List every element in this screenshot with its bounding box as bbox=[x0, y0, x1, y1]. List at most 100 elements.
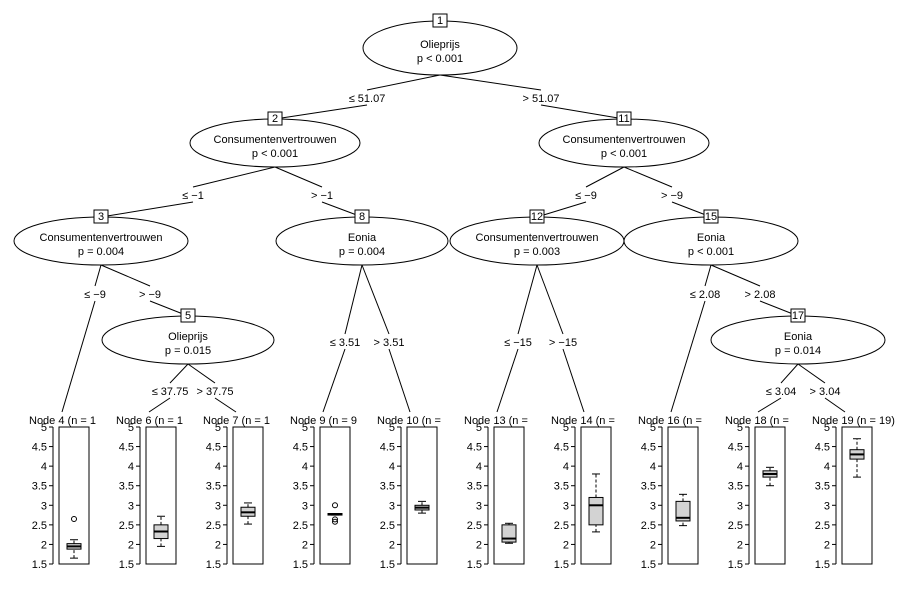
y-tick-label: 5 bbox=[563, 422, 569, 434]
node-pvalue: p = 0.015 bbox=[165, 345, 211, 357]
y-tick-label: 4.5 bbox=[467, 442, 482, 454]
y-tick-label: 5 bbox=[476, 422, 482, 434]
node-variable-label: Eonia bbox=[784, 331, 813, 343]
node-pvalue: p < 0.001 bbox=[601, 148, 647, 160]
y-tick-label: 4.5 bbox=[293, 442, 308, 454]
edge-line-17-19-lower bbox=[824, 397, 846, 413]
y-tick-label: 1.5 bbox=[554, 559, 569, 571]
node-id-box bbox=[267, 111, 283, 126]
node-id: 8 bbox=[359, 211, 365, 223]
y-tick-label: 4 bbox=[563, 461, 569, 473]
edge-label: ≤ 3.04 bbox=[766, 386, 797, 398]
y-tick-label: 1.5 bbox=[293, 559, 308, 571]
edge-line-5-7 bbox=[187, 363, 216, 384]
y-tick-label: 4 bbox=[128, 461, 134, 473]
y-tick-label: 2.5 bbox=[32, 520, 47, 532]
edge-label-bg bbox=[345, 91, 389, 104]
node-id-box bbox=[93, 209, 109, 224]
edge-label-bg bbox=[193, 384, 237, 397]
y-tick-label: 5 bbox=[215, 422, 221, 434]
edge-label: > 3.04 bbox=[810, 386, 841, 398]
y-tick-label: 2 bbox=[650, 539, 656, 551]
node-variable-label: Eonia bbox=[697, 232, 726, 244]
edge-label-bg bbox=[496, 335, 540, 348]
edge-label: > 2.08 bbox=[745, 289, 776, 301]
y-tick-label: 2 bbox=[737, 539, 743, 551]
plot-panel bbox=[841, 426, 873, 565]
y-tick-label: 3 bbox=[128, 500, 134, 512]
y-tick-label: 2 bbox=[302, 539, 308, 551]
y-tick-label: 4.5 bbox=[206, 442, 221, 454]
y-tick-label: 1.5 bbox=[467, 559, 482, 571]
y-tick-label: 5 bbox=[737, 422, 743, 434]
edge-label: > −1 bbox=[311, 190, 333, 202]
edge-line-15-16-lower bbox=[670, 300, 706, 413]
y-tick-label: 4 bbox=[824, 461, 830, 473]
y-tick-label: 3.5 bbox=[728, 481, 743, 493]
plot-panel bbox=[232, 426, 264, 565]
y-tick-label: 3 bbox=[389, 500, 395, 512]
y-tick-label: 2 bbox=[41, 539, 47, 551]
node-pvalue: p = 0.004 bbox=[78, 246, 124, 258]
y-tick-label: 3.5 bbox=[32, 481, 47, 493]
y-tick-label: 3 bbox=[650, 500, 656, 512]
node-id-box bbox=[432, 13, 448, 28]
node-id-box bbox=[529, 209, 545, 224]
node-id-box bbox=[354, 209, 370, 224]
node-pvalue: p < 0.001 bbox=[417, 53, 463, 65]
edge-line-15-16 bbox=[704, 264, 712, 287]
edge-line-12-13 bbox=[517, 264, 538, 335]
edge-line-2-8 bbox=[274, 166, 323, 188]
edge-label-bg bbox=[128, 287, 172, 300]
edge-label: > −9 bbox=[139, 289, 161, 301]
edge-label: ≤ −15 bbox=[504, 337, 532, 349]
y-tick-label: 1.5 bbox=[380, 559, 395, 571]
y-tick-label: 5 bbox=[650, 422, 656, 434]
terminal-node-title: Node 4 (n = 1 bbox=[29, 415, 96, 427]
y-tick-label: 2.5 bbox=[206, 520, 221, 532]
terminal-node-18: Node 18 (n =1.522.533.544.55 bbox=[725, 415, 789, 571]
y-tick-label: 5 bbox=[128, 422, 134, 434]
edge-label: > 51.07 bbox=[522, 93, 559, 105]
y-tick-label: 4 bbox=[41, 461, 47, 473]
node-id: 3 bbox=[98, 211, 104, 223]
edge-label: > 37.75 bbox=[196, 386, 233, 398]
terminal-node-title: Node 7 (n = 1 bbox=[203, 415, 270, 427]
plot-panel bbox=[754, 426, 786, 565]
edge-line-1-2-lower bbox=[274, 104, 368, 120]
plot-panel bbox=[406, 426, 438, 565]
terminal-node-title: Node 13 (n = bbox=[464, 415, 528, 427]
outlier-point bbox=[332, 516, 338, 523]
edge-label: ≤ 2.08 bbox=[690, 289, 721, 301]
y-tick-label: 1.5 bbox=[119, 559, 134, 571]
y-tick-label: 2.5 bbox=[728, 520, 743, 532]
y-tick-label: 2.5 bbox=[554, 520, 569, 532]
terminal-node-4: Node 4 (n = 11.522.533.544.55 bbox=[29, 415, 96, 571]
node-pvalue: p = 0.014 bbox=[775, 345, 821, 357]
edge-label-bg bbox=[73, 287, 117, 300]
node-variable-label: Olieprijs bbox=[420, 39, 460, 51]
node-id: 11 bbox=[618, 113, 629, 125]
y-tick-label: 2 bbox=[563, 539, 569, 551]
node-pvalue: p = 0.004 bbox=[339, 246, 385, 258]
terminal-node-13: Node 13 (n =1.522.533.544.55 bbox=[464, 415, 528, 571]
edge-label-bg bbox=[519, 91, 563, 104]
edge-label: ≤ −1 bbox=[182, 190, 204, 202]
y-tick-label: 4.5 bbox=[554, 442, 569, 454]
edge-label: ≤ 51.07 bbox=[349, 93, 386, 105]
node-variable-label: Consumentenvertrouwen bbox=[476, 232, 599, 244]
terminal-node-19: Node 19 (n = 19)1.522.533.544.55 bbox=[812, 415, 895, 571]
edge-label-bg bbox=[759, 384, 803, 397]
node-id: 1 bbox=[437, 15, 443, 27]
y-tick-label: 4.5 bbox=[815, 442, 830, 454]
terminal-node-14: Node 14 (n =1.522.533.544.55 bbox=[551, 415, 615, 571]
y-tick-label: 4 bbox=[650, 461, 656, 473]
terminal-node-title: Node 6 (n = 1 bbox=[116, 415, 183, 427]
terminal-node-10: Node 10 (n =1.522.533.544.55 bbox=[377, 415, 441, 571]
y-tick-label: 1.5 bbox=[815, 559, 830, 571]
